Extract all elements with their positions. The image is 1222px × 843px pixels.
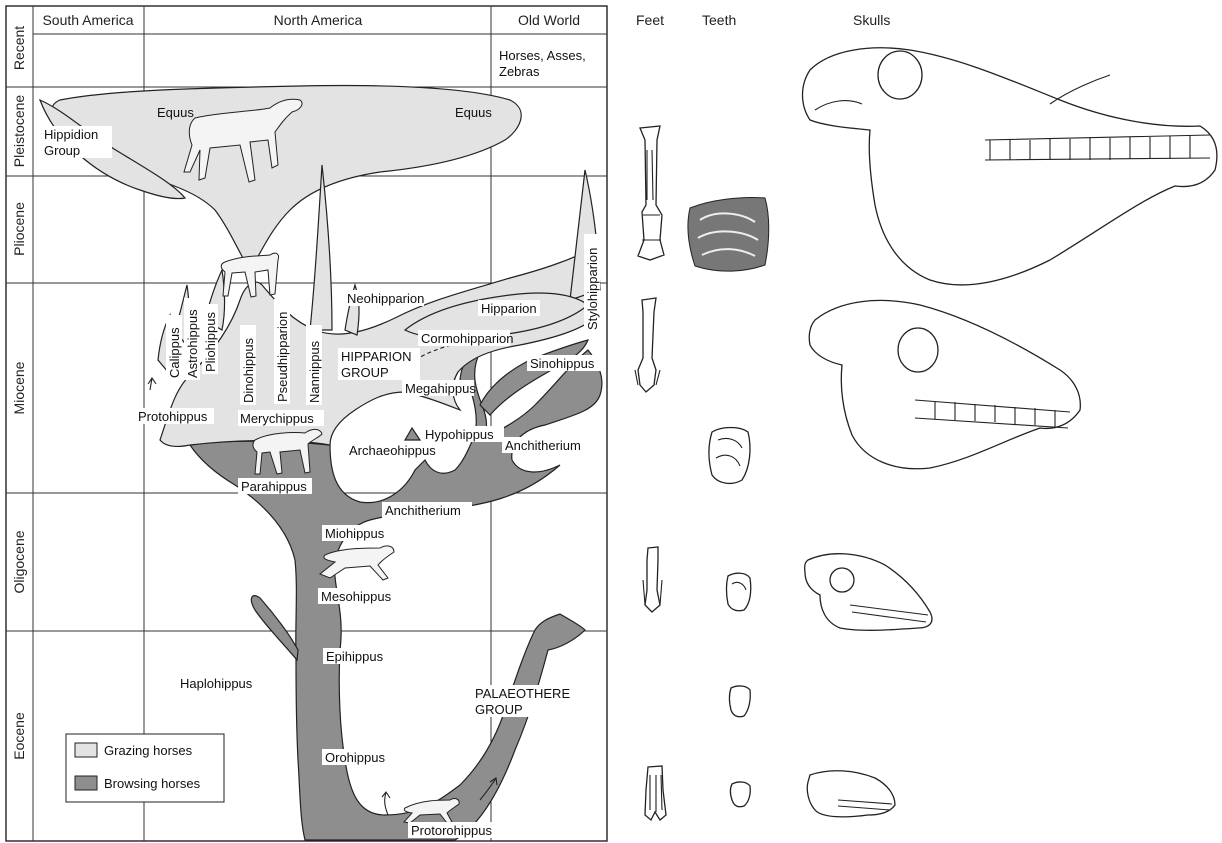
header-north-america: North America (274, 12, 363, 28)
label-sinohippus: Sinohippus (530, 356, 595, 371)
recent-note-line1: Horses, Asses, (499, 48, 586, 63)
label-astrohippus: Astrohippus (185, 309, 200, 378)
skull-protorohippus-icon (807, 771, 895, 817)
tooth-mesohippus-icon (727, 573, 751, 611)
legend-label-grazing: Grazing horses (104, 743, 193, 758)
label-orohippus: Orohippus (325, 750, 385, 765)
teeth-drawings (688, 197, 769, 806)
label-dinohippus: Dinohippus (241, 337, 256, 403)
label-pliohippus: Pliohippus (203, 312, 218, 372)
label-stylohipparion: Stylohipparion (585, 248, 600, 330)
label-haplohippus: Haplohippus (180, 676, 253, 691)
legend: Grazing horses Browsing horses (66, 734, 224, 802)
merychippus-horse-icon (221, 253, 278, 297)
legend-swatch-grazing (75, 743, 97, 757)
skull-mesohippus-icon (805, 554, 932, 631)
label-protorohippus: Protorohippus (411, 823, 492, 838)
label-megahippus: Megahippus (405, 381, 476, 396)
label-hippidion-line2: Group (44, 143, 80, 158)
label-anchitherium-right: Anchitherium (505, 438, 581, 453)
header-skulls: Skulls (853, 12, 890, 28)
label-pseudhipparion: Pseudhipparion (275, 312, 290, 402)
period-pliocene: Pliocene (11, 202, 27, 256)
label-epihippus: Epihippus (326, 649, 384, 664)
skull-merychippus-icon (809, 300, 1080, 468)
label-merychippus: Merychippus (240, 411, 314, 426)
label-parahippus: Parahippus (241, 479, 307, 494)
header-south-america: South America (42, 12, 133, 28)
period-eocene: Eocene (11, 712, 27, 760)
label-hipparion-group-line2: GROUP (341, 365, 389, 380)
period-pleistocene: Pleistocene (11, 95, 27, 168)
label-protohippus: Protohippus (138, 409, 208, 424)
period-recent: Recent (11, 26, 27, 70)
foot-protorohippus-icon (645, 766, 666, 820)
label-mesohippus: Mesohippus (321, 589, 392, 604)
skull-drawings (803, 48, 1217, 817)
foot-merychippus-icon (635, 298, 660, 392)
foot-mesohippus-icon (643, 547, 662, 612)
label-palaeothere-group-line2: GROUP (475, 702, 523, 717)
label-equus-left: Equus (157, 105, 194, 120)
legend-label-browsing: Browsing horses (104, 776, 201, 791)
period-oligocene: Oligocene (11, 530, 27, 593)
label-hipparion: Hipparion (481, 301, 537, 316)
label-calippus: Calippus (167, 327, 182, 378)
label-neohipparion: Neohipparion (347, 291, 424, 306)
label-equus-right: Equus (455, 105, 492, 120)
header-feet: Feet (636, 12, 664, 28)
label-hippidion-line1: Hippidion (44, 127, 98, 142)
label-cormohipparion: Cormohipparion (421, 331, 514, 346)
period-miocene: Miocene (11, 361, 27, 414)
skull-equus-icon (803, 48, 1217, 285)
header-teeth: Teeth (702, 12, 736, 28)
tooth-equus-icon (688, 197, 769, 271)
label-hipparion-group-line1: HIPPARION (341, 349, 412, 364)
feet-drawings (635, 126, 666, 820)
label-anchitherium-bottom: Anchitherium (385, 503, 461, 518)
recent-note-line2: Zebras (499, 64, 540, 79)
header-old-world: Old World (518, 12, 580, 28)
label-hypohippus: Hypohippus (425, 427, 494, 442)
tooth-epihippus-icon (730, 686, 751, 717)
label-palaeothere-group-line1: PALAEOTHERE (475, 686, 570, 701)
tooth-protorohippus-icon (731, 782, 751, 807)
label-miohippus: Miohippus (325, 526, 385, 541)
foot-equus-icon (638, 126, 664, 260)
label-archaeohippus: Archaeohippus (349, 443, 436, 458)
legend-swatch-browsing (75, 776, 97, 790)
tooth-merychippus-icon (709, 428, 750, 484)
label-nannippus: Nannippus (307, 340, 322, 403)
